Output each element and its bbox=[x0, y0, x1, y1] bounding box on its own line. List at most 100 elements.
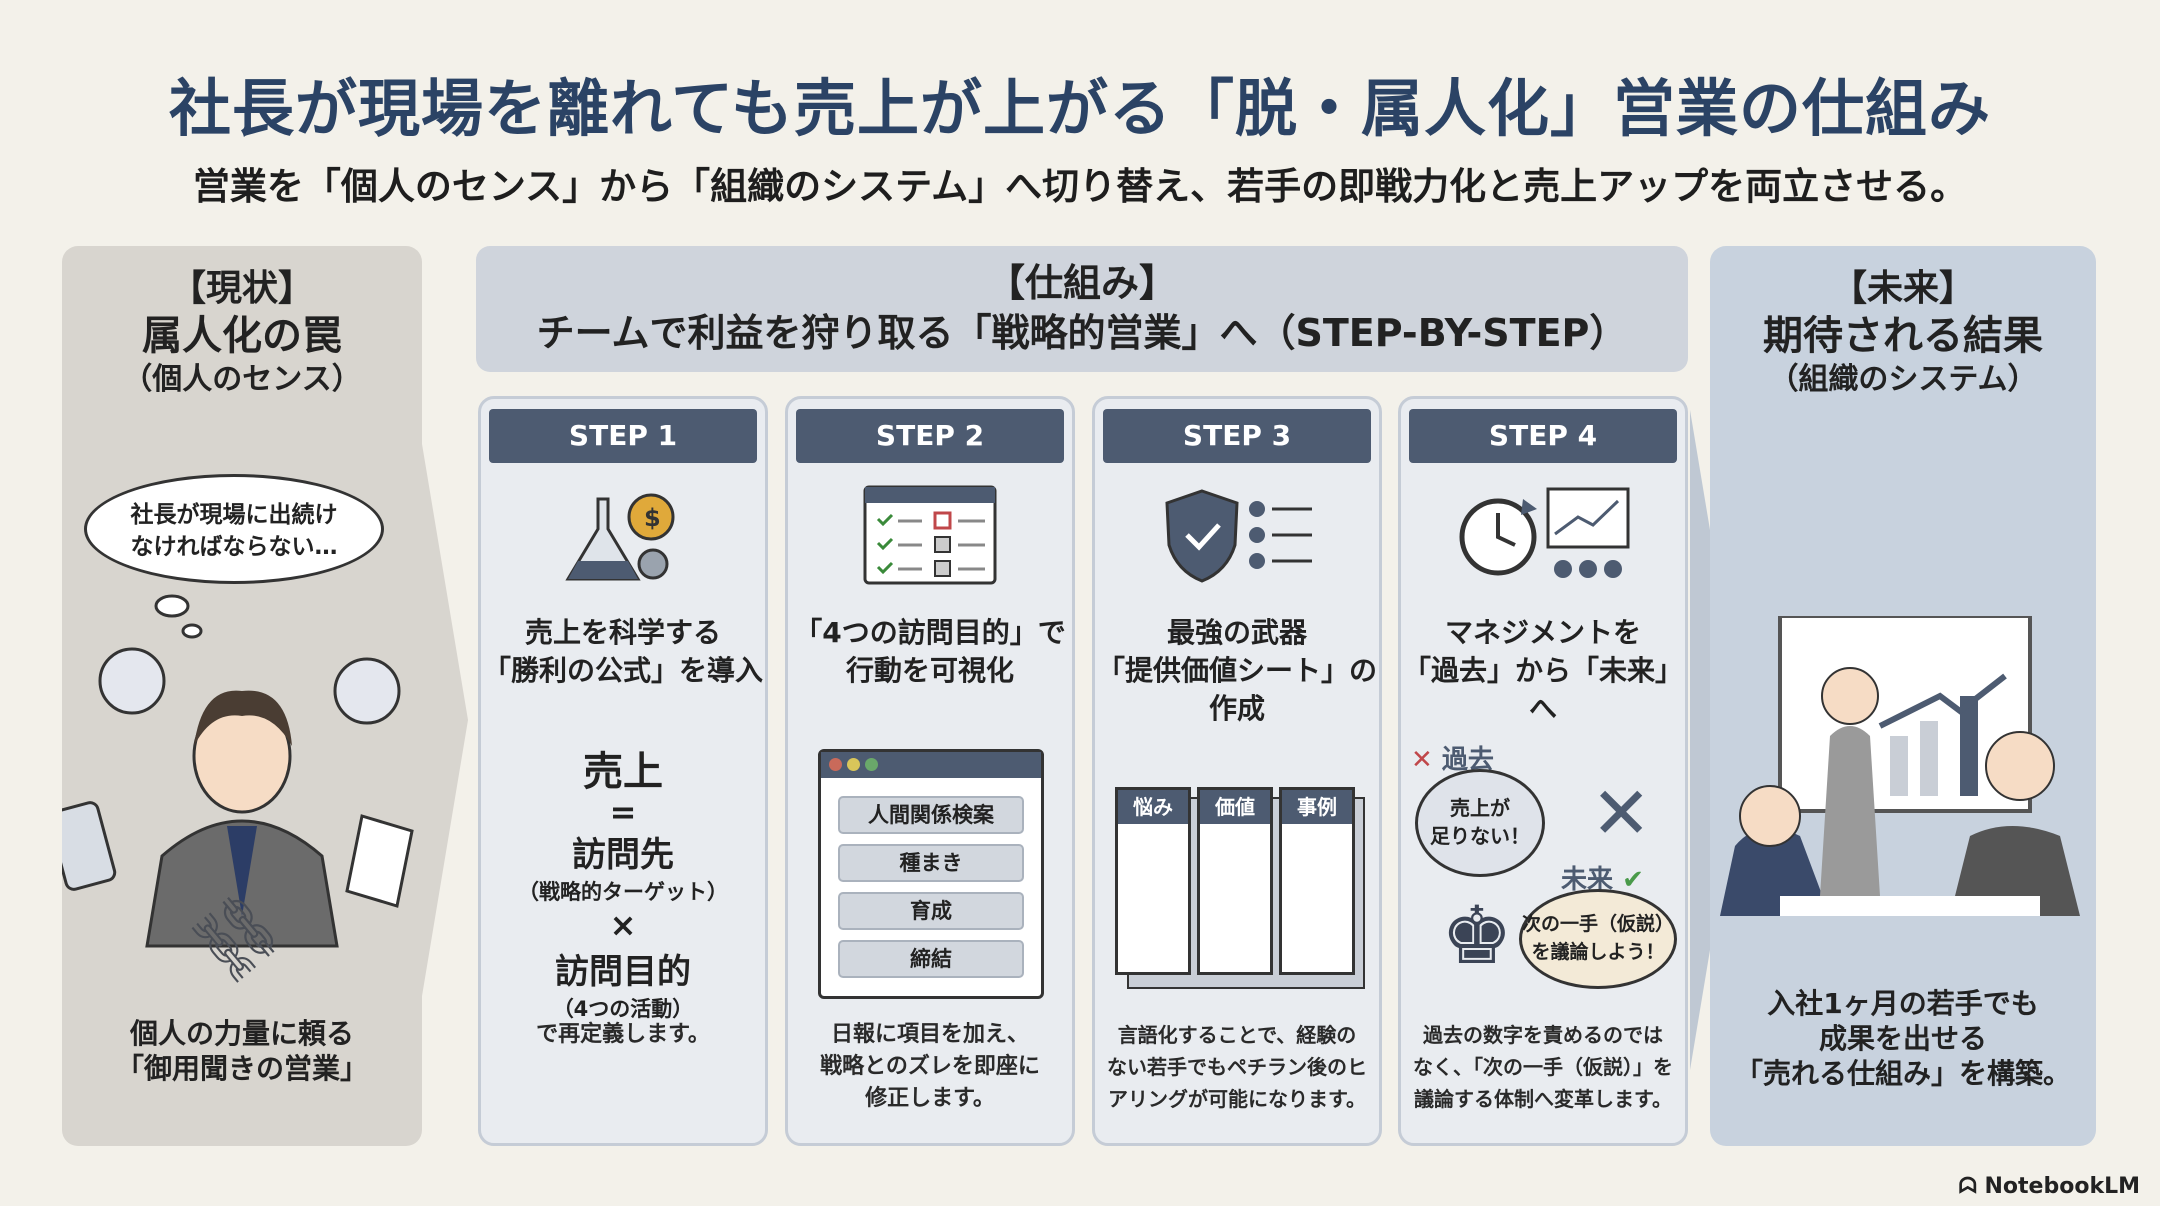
bubble-line: を議論しよう！ bbox=[1531, 941, 1665, 963]
page-title: 社長が現場を離れても売上が上がる「脱・属人化」営業の仕組み bbox=[168, 72, 1992, 145]
formula-term: 訪問目的 bbox=[555, 952, 691, 992]
window-dot-icon bbox=[865, 758, 879, 771]
column-header: 価値 bbox=[1200, 790, 1270, 824]
thought-bubble: 社長が現場に出続け なければならない… bbox=[84, 474, 384, 584]
window-dot-icon bbox=[847, 758, 861, 771]
svg-text:$: $ bbox=[644, 504, 661, 532]
activity-button[interactable]: 種まき bbox=[838, 844, 1024, 882]
bubble-line: 足りない！ bbox=[1430, 824, 1530, 848]
panel-subtitle: （個人のセンス） bbox=[122, 362, 362, 397]
activity-button[interactable]: 育成 bbox=[838, 892, 1024, 930]
column-header: 悩み bbox=[1118, 790, 1188, 824]
desc-line: 日報に項目を加え、 bbox=[830, 1022, 1029, 1047]
future-label: 未来 ✔ bbox=[1561, 859, 1644, 896]
current-state-panel: 【現状】 属人化の罠 （個人のセンス） 社長が現場に出続け なければならない… … bbox=[62, 246, 422, 1146]
panel-subtitle: （組織のシステム） bbox=[1768, 362, 2038, 397]
step-description: 言語化することで、経験のない若手でもペチラン後のヒアリングが可能になります。 bbox=[1101, 1019, 1373, 1115]
caption-line: 成果を出せる bbox=[1818, 1022, 1987, 1055]
window-dot-icon bbox=[829, 758, 842, 771]
x-mark-icon: ✕ bbox=[1411, 745, 1433, 775]
sheet-column: 悩み bbox=[1115, 787, 1191, 975]
title-line: 「過去」から「未来」へ bbox=[1402, 654, 1683, 725]
desc-line: 議論する体制へ変革します。 bbox=[1414, 1087, 1672, 1111]
future-caption: 入社1ヶ月の若手でも 成果を出せる 「売れる仕組み」を構築。 bbox=[1710, 986, 2096, 1091]
desc-line: 戦略とのズレを即座に bbox=[820, 1054, 1040, 1079]
column-header: 事例 bbox=[1282, 790, 1352, 824]
desc-line: で再定義します。 bbox=[536, 1022, 710, 1047]
step-badge: STEP 1 bbox=[489, 409, 757, 463]
step-description: で再定義します。 bbox=[487, 1019, 759, 1051]
formula-term: 訪問先 bbox=[572, 835, 674, 875]
desc-line: ない若手でもペチラン後のヒ bbox=[1107, 1055, 1367, 1079]
current-state-caption: 個人の力量に頼る 「御用聞きの営業」 bbox=[62, 1016, 422, 1086]
formula-term: 売上 bbox=[583, 749, 663, 795]
panel-title: 期待される結果 bbox=[1763, 313, 2043, 359]
cross-icon: ✕ bbox=[1591, 771, 1652, 855]
desc-line: 修正します。 bbox=[865, 1086, 995, 1111]
mechanism-title: チームで利益を狩り取る「戦略的営業」へ（STEP-BY-STEP） bbox=[536, 311, 1628, 355]
step-card-1: STEP 1 $ 売上を科学する「勝利の公式」を導入 売上 = 訪問先 （戦略的… bbox=[478, 396, 768, 1146]
title-line: 「勝利の公式」を導入 bbox=[482, 654, 763, 687]
step-badge: STEP 4 bbox=[1409, 409, 1677, 463]
sheet-column: 事例 bbox=[1279, 787, 1355, 975]
page-subtitle: 営業を「個人のセンス」から「組織のシステム」へ切り替え、若手の即戦力化と売上アッ… bbox=[192, 165, 1968, 208]
title-line: マネジメントを bbox=[1444, 616, 1641, 649]
future-panel: 【未来】 期待される結果 （組織のシステム） 入社1ヶ月の若手でも 成果を出せる… bbox=[1710, 246, 2096, 1146]
value-sheet: 悩み 価値 事例 bbox=[1115, 787, 1365, 989]
window-titlebar bbox=[821, 752, 1041, 778]
sales-formula: 売上 = 訪問先 （戦略的ターゲット） × 訪問目的 （4つの活動） bbox=[481, 739, 765, 1023]
shield-list-icon bbox=[1095, 479, 1379, 599]
formula-operator: × bbox=[609, 906, 637, 944]
thought-line: なければならない… bbox=[130, 534, 338, 560]
mechanism-header: 【仕組み】 チームで利益を狩り取る「戦略的営業」へ（STEP-BY-STEP） bbox=[476, 246, 1688, 372]
panel-label: 【現状】 bbox=[169, 268, 314, 309]
notebooklm-brand: ᗣ NotebookLM bbox=[1959, 1174, 2140, 1199]
step-title: 売上を科学する「勝利の公式」を導入 bbox=[481, 614, 765, 690]
step-badge: STEP 2 bbox=[796, 409, 1064, 463]
step-title: 最強の武器「提供価値シート」の作成 bbox=[1095, 614, 1379, 728]
check-icon: ✔ bbox=[1622, 865, 1644, 895]
title-line: 売上を科学する bbox=[524, 616, 721, 649]
title-line: 最強の武器 bbox=[1166, 616, 1307, 649]
step-title: 「4つの訪問目的」で行動を可視化 bbox=[788, 614, 1072, 690]
mechanism-label: 【仕組み】 bbox=[986, 261, 1177, 305]
step-description: 日報に項目を加え、戦略とのズレを即座に修正します。 bbox=[794, 1019, 1066, 1115]
checklist-window-icon bbox=[788, 479, 1072, 599]
title-line: 「4つの訪問目的」で bbox=[794, 616, 1066, 649]
panel-label: 【未来】 bbox=[1830, 268, 1975, 309]
activity-button[interactable]: 締結 bbox=[838, 940, 1024, 978]
caption-line: 「売れる仕組み」を構築。 bbox=[1734, 1057, 2071, 1090]
activity-button[interactable]: 人間関係検案 bbox=[838, 796, 1024, 834]
desc-line: なく、「次の一手（仮説）」を bbox=[1413, 1055, 1673, 1079]
title-line: 行動を可視化 bbox=[845, 654, 1014, 687]
formula-note: （戦略的ターゲット） bbox=[518, 880, 728, 904]
panel-title: 属人化の罠 bbox=[142, 313, 342, 359]
formula-operator: = bbox=[609, 793, 637, 831]
brand-text: NotebookLM bbox=[1984, 1174, 2140, 1199]
title-line: 「提供価値シート」の bbox=[1096, 654, 1377, 687]
sheet-column: 価値 bbox=[1197, 787, 1273, 975]
team-meeting-illustration bbox=[1720, 616, 2080, 916]
activity-window: 人間関係検案 種まき 育成 締結 bbox=[818, 749, 1044, 999]
formula-note: （4つの活動） bbox=[552, 997, 694, 1021]
step-card-2: STEP 2 「4つの訪問目的」で行動を可視化 人間関係検案 種まき 育成 締結… bbox=[785, 396, 1075, 1146]
notebooklm-logo-icon: ᗣ bbox=[1958, 1174, 1977, 1199]
bubble-line: 次の一手（仮説） bbox=[1522, 913, 1675, 935]
step-card-4: STEP 4 マネジメントを「過去」から「未来」へ ✕ 過去 売上が足りない！ … bbox=[1398, 396, 1688, 1146]
future-speech-bubble: 次の一手（仮説） を議論しよう！ bbox=[1519, 889, 1677, 989]
step-title: マネジメントを「過去」から「未来」へ bbox=[1401, 614, 1685, 728]
desc-line: 言語化することで、経験の bbox=[1117, 1023, 1357, 1047]
chess-king-icon: ♚ bbox=[1441, 889, 1513, 982]
desc-line: 過去の数字を責めるのでは bbox=[1423, 1023, 1663, 1047]
stressed-businessman-illustration bbox=[62, 594, 414, 948]
arrow-chevron bbox=[418, 420, 468, 1020]
clock-presentation-icon bbox=[1401, 479, 1685, 599]
step-description: 過去の数字を責めるのではなく、「次の一手（仮説）」を議論する体制へ変革します。 bbox=[1407, 1019, 1679, 1115]
past-speech-bubble: 売上が足りない！ bbox=[1415, 769, 1545, 877]
flask-gear-icon: $ bbox=[481, 479, 765, 599]
bubble-line: 売上が bbox=[1450, 796, 1510, 820]
step-badge: STEP 3 bbox=[1103, 409, 1371, 463]
caption-line: 「御用聞きの営業」 bbox=[115, 1052, 368, 1085]
step-card-3: STEP 3 最強の武器「提供価値シート」の作成 悩み 価値 事例 言語化するこ… bbox=[1092, 396, 1382, 1146]
caption-line: 入社1ヶ月の若手でも bbox=[1767, 987, 2039, 1020]
